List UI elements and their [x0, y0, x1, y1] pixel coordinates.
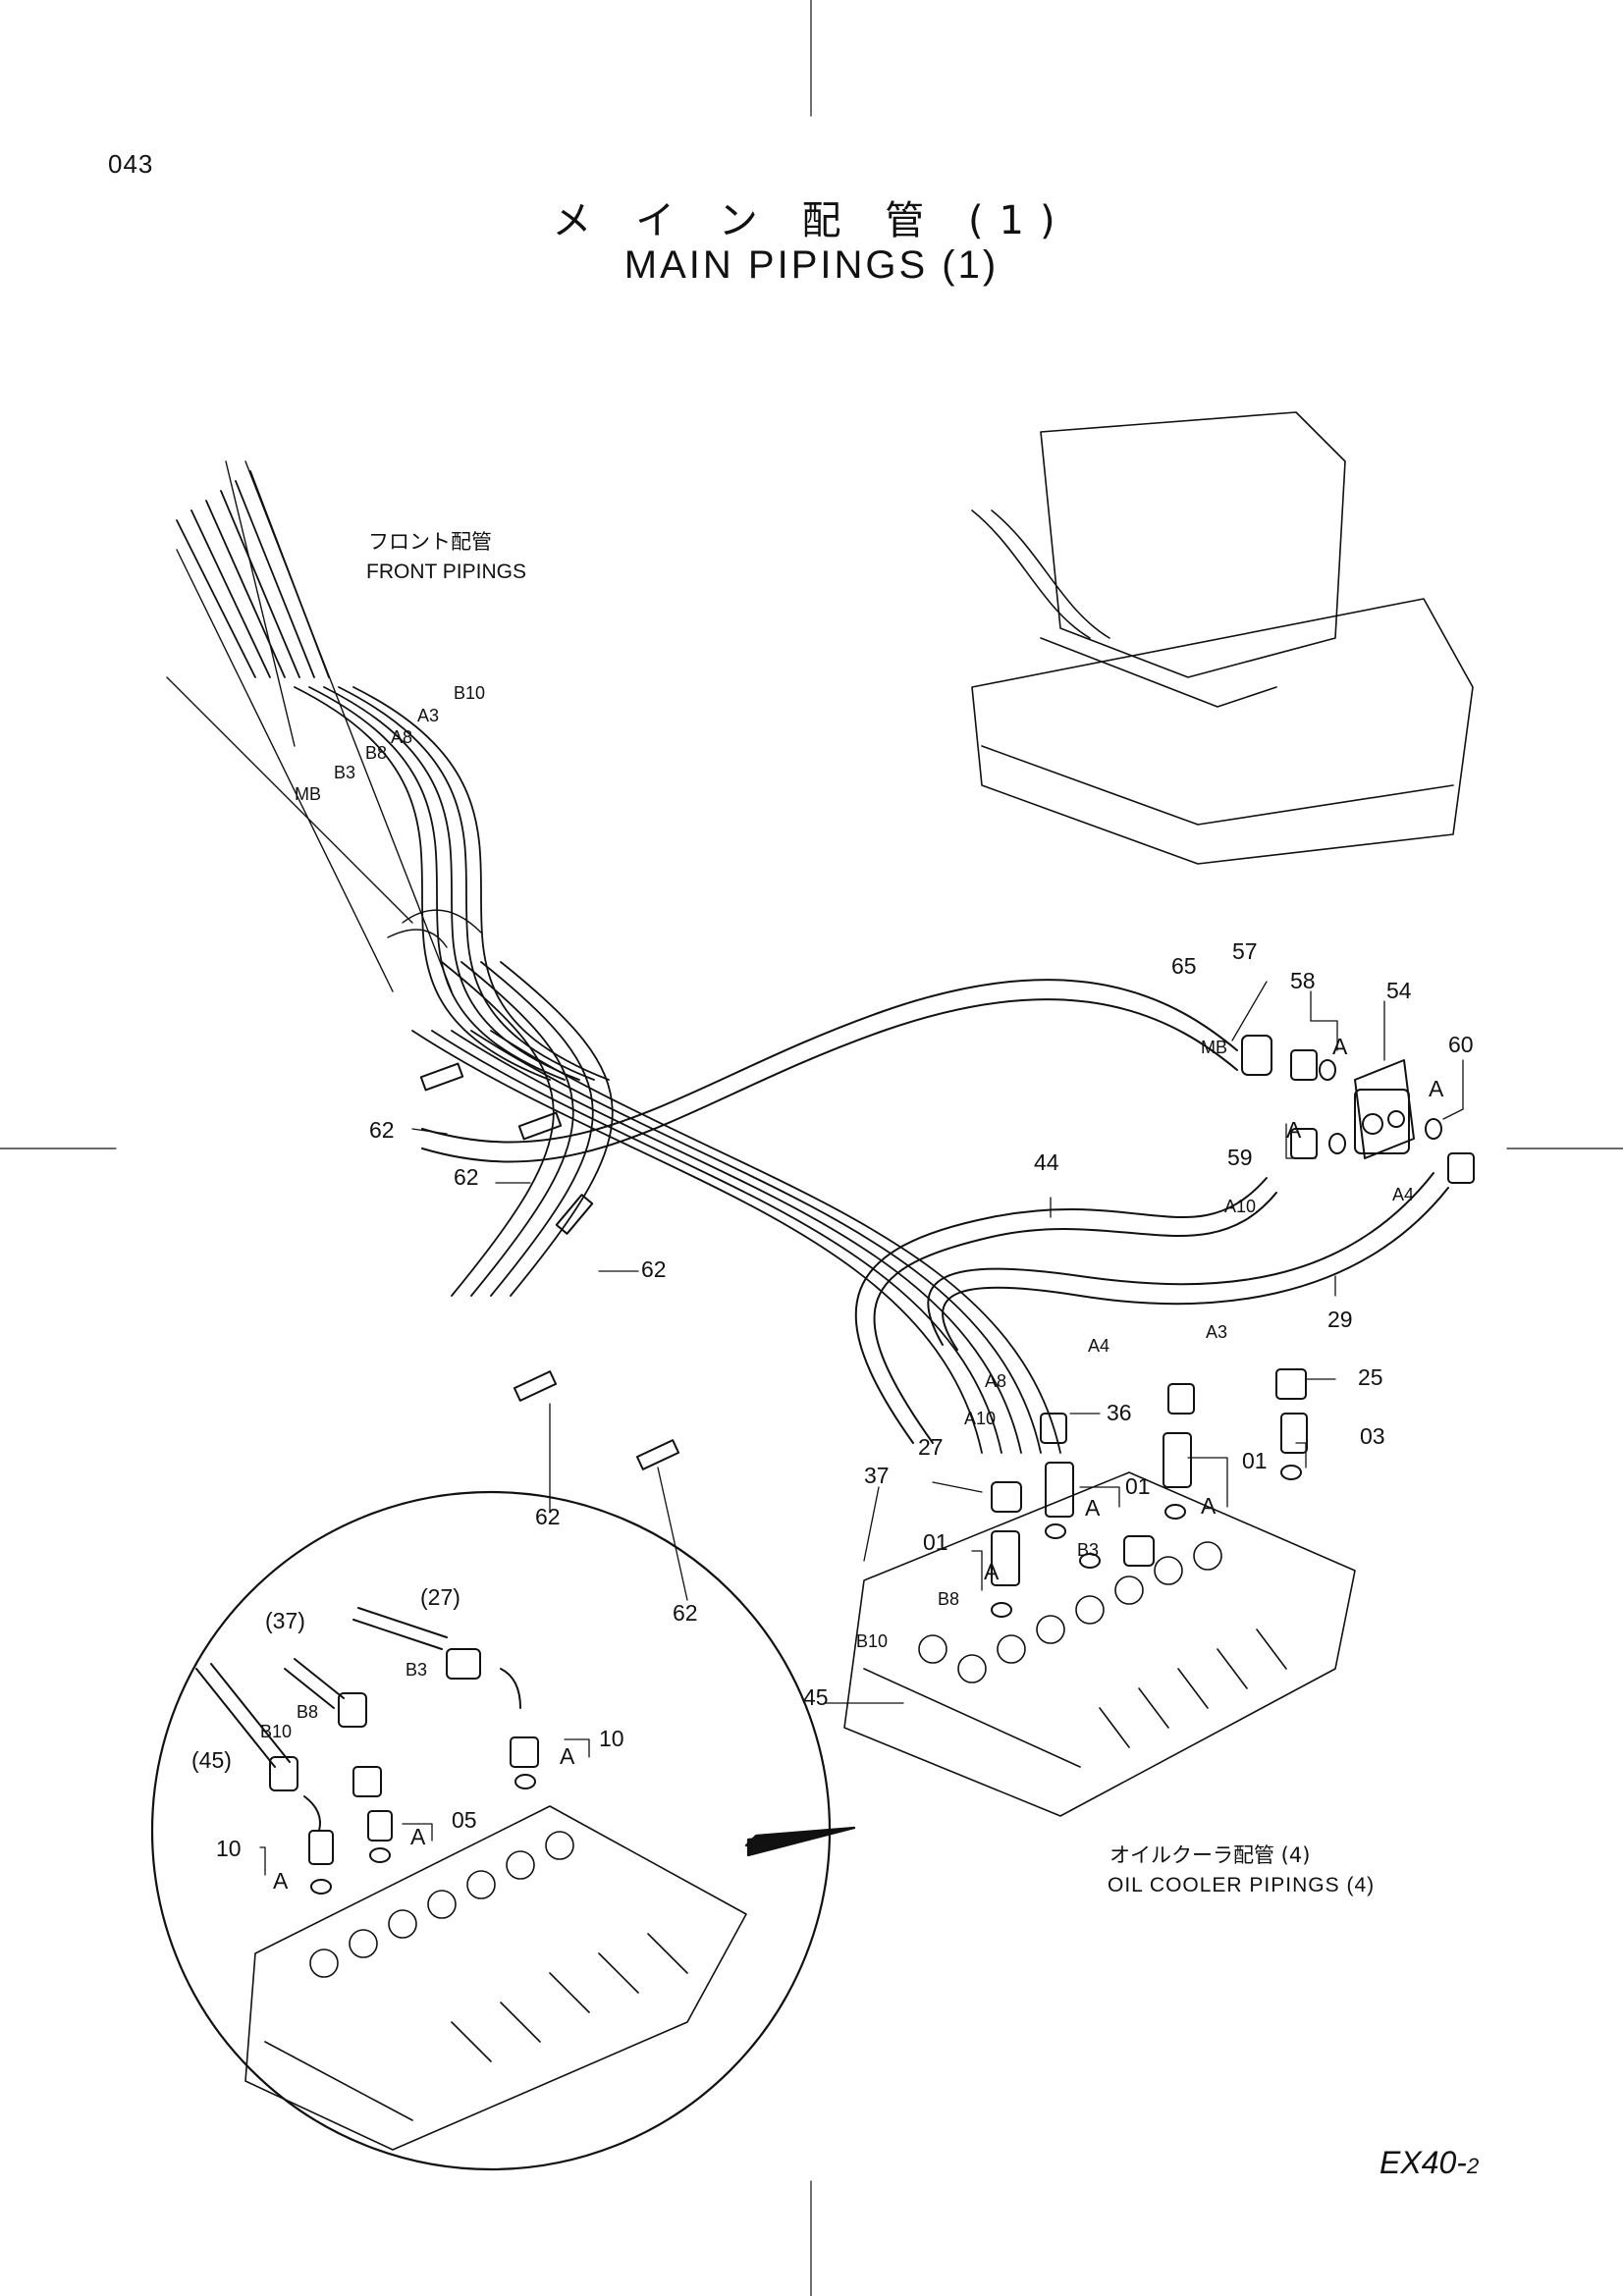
detail-ref: A [560, 1743, 575, 1769]
part-number: 10 [599, 1726, 624, 1751]
port-label: A10 [964, 1409, 997, 1428]
front-pipings-label: FRONT PIPINGS [366, 561, 526, 583]
part-number: 03 [1360, 1423, 1385, 1449]
part-number: 60 [1448, 1032, 1474, 1057]
part-number: 62 [454, 1164, 479, 1190]
port-label: MB [295, 784, 321, 804]
port-label: A3 [1206, 1322, 1228, 1342]
port-label: B10 [856, 1631, 889, 1651]
port-label: A [1332, 1034, 1348, 1059]
detail-ref: B10 [260, 1722, 293, 1741]
detail-ref: B3 [406, 1660, 428, 1680]
hose-clamps [419, 1062, 680, 1470]
port-label: A4 [1392, 1185, 1415, 1204]
detail-ref: (45) [191, 1747, 232, 1773]
part-number: 65 [1171, 953, 1197, 979]
control-valve-main [843, 1471, 1356, 1817]
port-label: A4 [1088, 1336, 1110, 1356]
part-number: 45 [803, 1684, 829, 1710]
port-label: A8 [985, 1371, 1007, 1391]
port-label: A3 [417, 706, 440, 725]
model-code: EX40-2 [1380, 2145, 1480, 2180]
fittings [991, 1035, 1475, 1618]
part-number: 62 [641, 1256, 667, 1282]
port-label: A [1286, 1117, 1302, 1143]
part-number: 01 [1125, 1473, 1151, 1499]
page-title: MAIN PIPINGS (1) [623, 243, 1000, 287]
front-pipings-label-jp: フロント配管 [368, 530, 492, 554]
oil-cooler-pipings-label-jp: オイルクーラ配管 (4) [1109, 1843, 1311, 1867]
port-label: MB [1201, 1038, 1227, 1057]
detail-ref: (37) [265, 1608, 305, 1633]
part-number: 01 [1242, 1448, 1268, 1473]
part-number: 25 [1358, 1364, 1383, 1390]
page-title-japanese: メ イ ン 配 管 (1) [552, 198, 1071, 243]
part-number: 54 [1386, 978, 1412, 1003]
manifold-block [1354, 1059, 1415, 1159]
detail-hoses [195, 1607, 539, 1895]
oil-cooler-pipings-label: OIL COOLER PIPINGS (4) [1108, 1874, 1376, 1896]
detail-leaders [259, 1738, 590, 1876]
detail-valve [244, 1805, 747, 2151]
part-number: 44 [1034, 1149, 1059, 1175]
part-number: 62 [535, 1504, 561, 1529]
machine-sketch [971, 411, 1474, 865]
port-label: A10 [1224, 1197, 1257, 1216]
port-label: B8 [365, 743, 388, 763]
detail-ref: A [410, 1824, 426, 1849]
detail-circle [150, 1490, 856, 2171]
port-label: A [1085, 1495, 1101, 1521]
part-number: 05 [452, 1807, 477, 1833]
front-hoses [176, 470, 1061, 1454]
hose-65 [421, 979, 1238, 1163]
hoses-44-29 [854, 1172, 1449, 1444]
port-label: A [984, 1559, 1000, 1584]
part-number: 57 [1232, 938, 1258, 964]
port-label: B10 [454, 683, 486, 703]
port-label: B8 [938, 1589, 960, 1609]
part-number: 62 [673, 1600, 698, 1626]
port-label: A [1201, 1493, 1217, 1519]
part-number: 59 [1227, 1145, 1253, 1170]
part-number: 37 [864, 1463, 890, 1488]
part-number: 58 [1290, 968, 1316, 993]
part-number: 10 [216, 1836, 242, 1861]
port-label: A [1429, 1076, 1444, 1101]
detail-ref: A [273, 1868, 289, 1894]
part-number: 36 [1107, 1400, 1132, 1425]
port-label: B3 [1077, 1540, 1100, 1560]
leader-lines [411, 981, 1464, 1704]
part-number: 27 [918, 1434, 944, 1460]
port-label: A8 [391, 727, 413, 747]
detail-ref: B8 [297, 1702, 319, 1722]
part-number: 62 [369, 1117, 395, 1143]
detail-ref: (27) [420, 1584, 460, 1610]
port-label: B3 [334, 763, 356, 782]
part-number: 29 [1327, 1307, 1353, 1332]
page-number: 043 [108, 149, 154, 179]
part-number: 01 [923, 1529, 948, 1555]
